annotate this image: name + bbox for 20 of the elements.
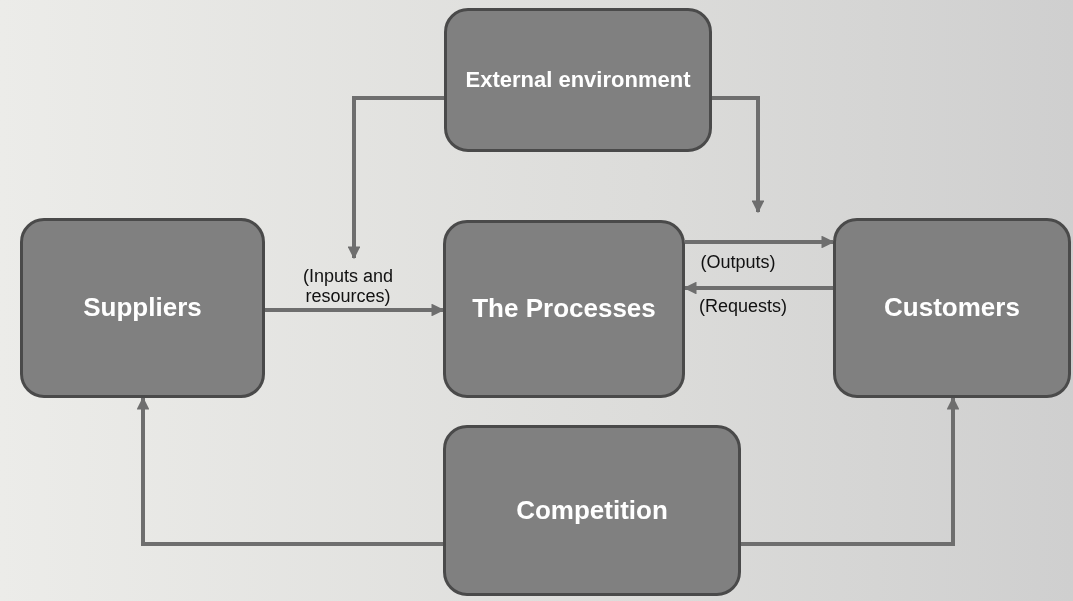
process-box [20,218,265,398]
process-box [443,220,685,398]
edge-label: (Inputs and resources) [301,266,395,306]
box-label: Customers [883,291,1021,325]
arrow [741,396,960,546]
arrow [683,281,833,295]
box-label: External environment [464,65,692,94]
edge-label: (Outputs) [699,252,777,272]
box-label: Competition [515,493,669,527]
arrow [347,96,444,260]
edge-label: (Requests) [698,296,788,316]
process-box [443,425,741,596]
arrow [265,303,445,317]
arrow [712,96,765,214]
box-label: The Processes [471,292,657,326]
box-label: Suppliers [82,291,203,325]
arrow [136,396,443,546]
arrow [685,235,835,249]
process-box [833,218,1071,398]
process-box [444,8,712,152]
